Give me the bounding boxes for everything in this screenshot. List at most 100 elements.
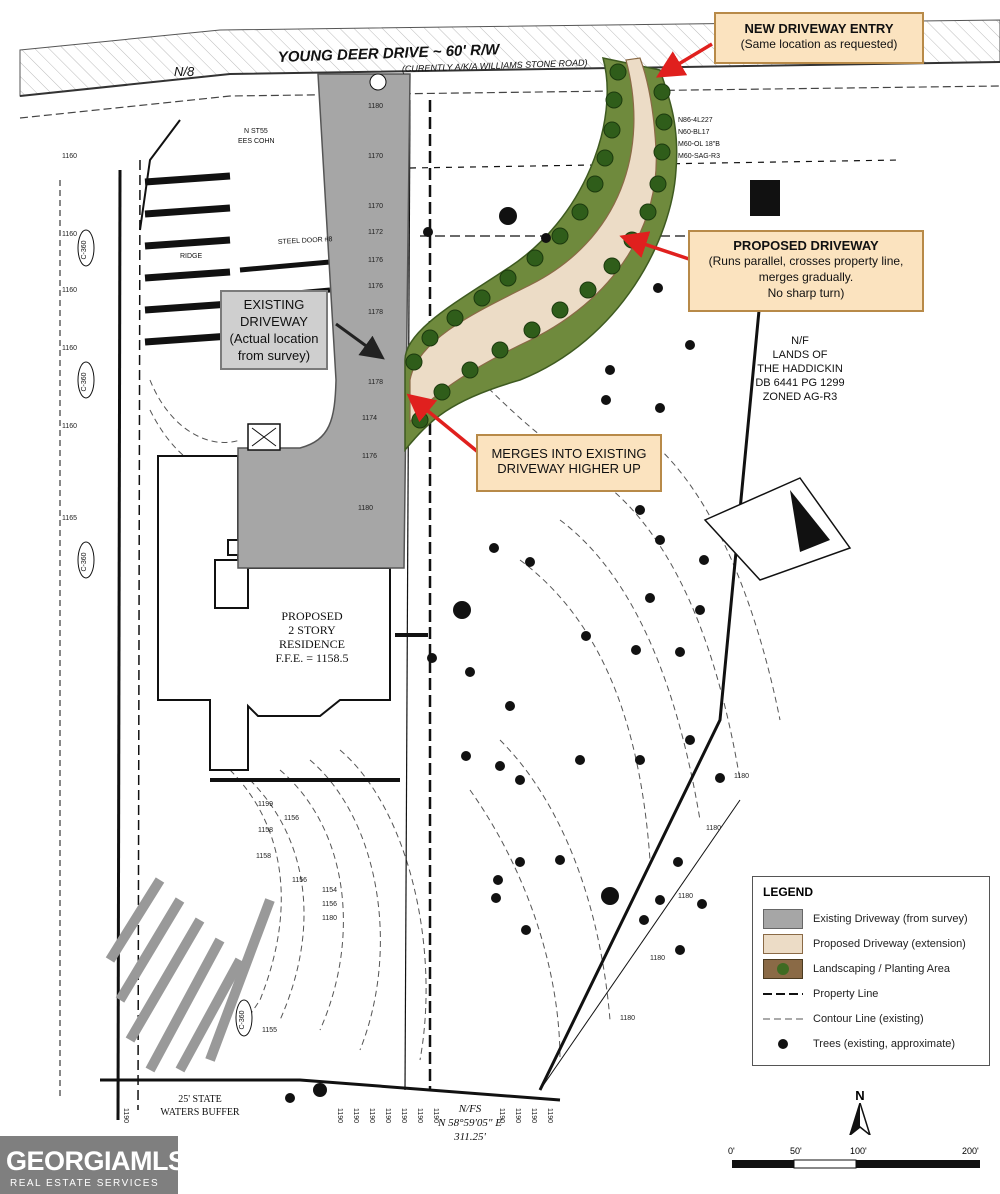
neighbor-label: N/F LANDS OF THE HADDICKIN DB 6441 PG 12… <box>755 335 844 403</box>
bearing-line2: N 58°59'05" E <box>437 1117 502 1129</box>
c360-tag-2: C-360 <box>81 372 88 391</box>
north-arrow-icon <box>848 1100 872 1138</box>
scale-bar-graphic <box>732 1159 980 1169</box>
contour-drive-8: 1174 <box>362 415 377 422</box>
south-parking <box>105 877 275 1073</box>
bearing-label: N/FS N 58°59'05" E 311.25' <box>437 1103 502 1143</box>
residence-line1: PROPOSED <box>281 609 343 623</box>
bearing-line1: N/FS <box>458 1103 482 1115</box>
legend-label-property: Property Line <box>813 988 879 1000</box>
callout-new-entry: NEW DRIVEWAY ENTRY (Same location as req… <box>714 12 924 64</box>
callout-proposed-line3: No sharp turn) <box>767 286 845 300</box>
contour-bottom-0: 1190 <box>122 1108 129 1123</box>
contour-left-4: 1160 <box>62 423 77 430</box>
contour-drive-10: 1180 <box>358 505 373 512</box>
contour-left-3: 1160 <box>62 345 77 352</box>
callout-existing-line3: (Actual location <box>229 331 319 346</box>
scale-tick-0: 0' <box>728 1146 735 1156</box>
contour-bottom-9: 1190 <box>514 1108 521 1123</box>
contour-left-1: 1160 <box>62 231 77 238</box>
legend-swatch-existing <box>763 909 803 929</box>
legend-row-proposed: Proposed Driveway (extension) <box>763 932 979 956</box>
existing-driveway <box>237 73 411 569</box>
contour-drive-6: 1178 <box>368 309 383 316</box>
residence-line2: 2 STORY <box>288 623 336 637</box>
contour-bottom-10: 1190 <box>530 1108 537 1123</box>
contour-south-3: 1158 <box>256 853 271 860</box>
residence-line4: F.F.E. = 1158.5 <box>275 651 348 665</box>
neighbor-line3: THE HADDICKIN <box>757 363 843 375</box>
contour-bottom-3: 1190 <box>368 1108 375 1123</box>
contour-drive-2: 1170 <box>368 203 383 210</box>
north-arrow: N <box>846 1088 874 1138</box>
scale-bar: 0' 50' 100' 200' <box>722 1146 994 1176</box>
callout-proposed-line1: (Runs parallel, crosses property line, <box>708 254 904 268</box>
georgiamls-logo: GEORGIAMLS REAL ESTATE SERVICES <box>0 1136 186 1194</box>
logo-sub: REAL ESTATE SERVICES <box>10 1178 160 1189</box>
contour-south-7: 1180 <box>322 915 337 922</box>
small-labels: STEEL DOOR #8 RIDGE EES COHN N ST55 N86-… <box>180 117 720 260</box>
red-arrows <box>406 42 713 454</box>
contour-south-2: 1156 <box>284 815 299 822</box>
contour-right-3: 1180 <box>650 955 665 962</box>
contour-drive-3: 1172 <box>368 229 383 236</box>
legend-row-trees: Trees (existing, approximate) <box>763 1032 979 1056</box>
legend-label-planting: Landscaping / Planting Area <box>813 963 950 975</box>
legend-label-trees: Trees (existing, approximate) <box>813 1038 956 1050</box>
legend-swatch-property <box>763 984 803 1004</box>
legend-swatch-planting <box>763 959 803 979</box>
callout-new-entry-title: NEW DRIVEWAY ENTRY <box>744 21 894 36</box>
callout-proposed-line2: merges gradually. <box>758 270 854 284</box>
contour-left-5: 1165 <box>62 515 77 522</box>
scale-tick-200: 200' <box>962 1146 979 1156</box>
legend-swatch-trees <box>763 1034 803 1054</box>
contour-bottom-7: 1190 <box>432 1108 439 1123</box>
legend-label-proposed: Proposed Driveway (extension) <box>813 938 966 950</box>
ridge-label: RIDGE <box>180 253 203 260</box>
n-st-label: N ST55 <box>244 128 268 135</box>
callout-existing-line4: from survey) <box>237 348 311 363</box>
n60c-label: M60-SAG-R3 <box>678 153 720 160</box>
ees-cohn-label: EES COHN <box>238 138 275 145</box>
legend-label-existing: Existing Driveway (from survey) <box>813 913 968 925</box>
contour-south-0: 1199 <box>258 801 273 808</box>
contour-labels: 1180 1170 1170 1172 1176 1176 1178 1178 … <box>62 103 749 1123</box>
c360-tag-1: C-360 <box>81 240 88 259</box>
contour-right-2: 1180 <box>678 893 693 900</box>
legend-title: LEGEND <box>763 885 814 899</box>
contour-drive-0: 1180 <box>368 103 383 110</box>
scale-tick-100: 100' <box>850 1146 867 1156</box>
n60a-label: N60-BL17 <box>678 129 710 136</box>
top-left-label: N/8 <box>174 64 195 79</box>
small-structures <box>247 73 387 451</box>
legend-row-existing: Existing Driveway (from survey) <box>763 907 979 931</box>
contour-bottom-8: 1190 <box>498 1108 505 1123</box>
contour-south-5: 1154 <box>322 887 337 894</box>
north-label: N <box>855 1088 865 1103</box>
callout-new-entry-subtitle: (Same location as requested) <box>740 37 898 51</box>
contour-bottom-11: 1190 <box>546 1108 553 1123</box>
contour-drive-4: 1176 <box>368 257 383 264</box>
contour-right-1: 1180 <box>706 825 721 832</box>
callout-proposed: PROPOSED DRIVEWAY (Runs parallel, crosse… <box>688 230 924 312</box>
legend: LEGEND Existing Driveway (from survey) P… <box>752 876 990 1066</box>
neighbor-structure <box>703 180 852 581</box>
buffer-line1: 25' STATE <box>178 1094 222 1105</box>
neighbor-line4: DB 6441 PG 1299 <box>755 377 844 389</box>
legend-swatch-proposed <box>763 934 803 954</box>
neighbor-line2: LANDS OF <box>772 349 827 361</box>
contour-bottom-5: 1190 <box>400 1108 407 1123</box>
contour-left-2: 1160 <box>62 287 77 294</box>
contour-drive-1: 1170 <box>368 153 383 160</box>
residence-trim <box>210 633 428 782</box>
left-boundary <box>59 119 561 1121</box>
contour-right-0: 1180 <box>734 773 749 780</box>
contour-drive-9: 1176 <box>362 453 377 460</box>
c360-tag-4: C-360 <box>239 1010 246 1029</box>
buffer-label: 25' STATE WATERS BUFFER <box>160 1094 240 1118</box>
callout-merge-line1: MERGES INTO EXISTING <box>491 446 647 461</box>
contour-bottom-2: 1190 <box>352 1108 359 1123</box>
steel-door-label: STEEL DOOR #8 <box>278 236 333 246</box>
legend-shrub-icon <box>777 963 789 975</box>
